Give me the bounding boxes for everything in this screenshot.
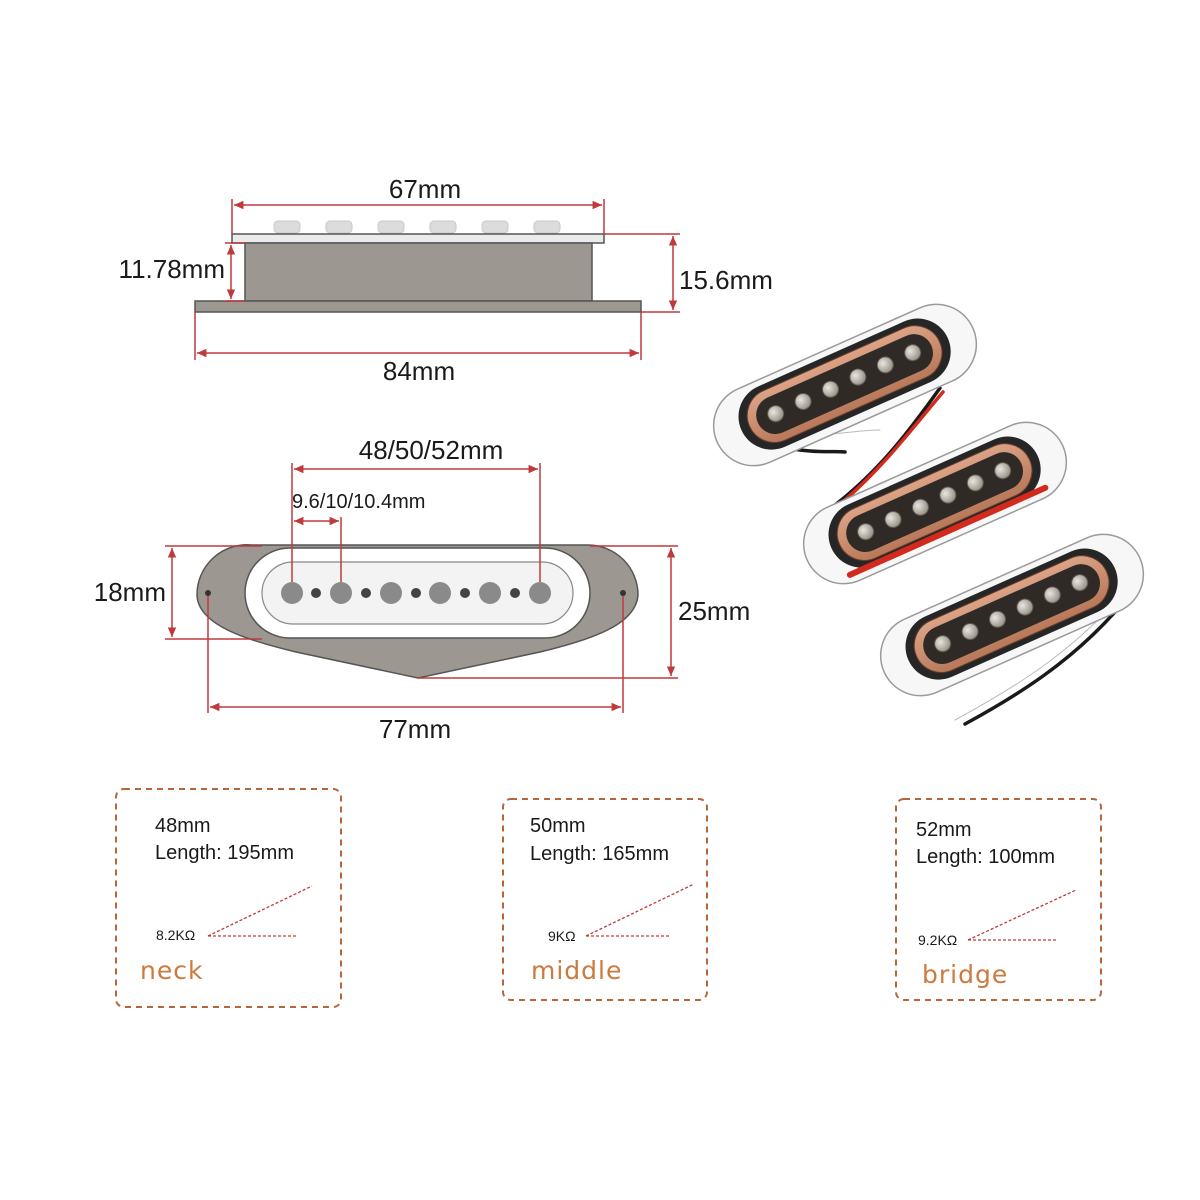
spec-card-bridge: 52mm Length: 100mm 9.2KΩ bridge (895, 798, 1102, 1001)
dim-label-84mm: 84mm (383, 356, 455, 386)
dimension-84mm (194, 312, 642, 360)
dimension-11-78mm (225, 242, 245, 302)
cover-top-edge (231, 233, 605, 244)
dimension-18mm (165, 545, 262, 640)
dimension-15-6mm (604, 233, 680, 313)
dim-label-11-78mm: 11.78mm (119, 254, 225, 284)
dimension-pole-spacing (294, 516, 342, 582)
dim-label-pole-spacing: 9.6/10/10.4mm (292, 491, 425, 513)
dimension-25mm (418, 545, 678, 679)
top-view: 48/50/52mm 9.6/10/10.4mm 18mm 25mm 77mm (94, 435, 751, 744)
dim-label-67mm: 67mm (389, 174, 461, 204)
pickup-body (244, 242, 593, 302)
dim-label-77mm: 77mm (379, 714, 451, 744)
card-length: Length: 165mm (530, 843, 669, 865)
pole-pieces (281, 582, 551, 604)
resistance-pointer (967, 889, 1077, 941)
card-resistance: 9KΩ (548, 928, 576, 944)
dimension-77mm (207, 596, 624, 713)
card-length: Length: 100mm (916, 846, 1055, 868)
spec-card-neck: 48mm Length: 195mm 8.2KΩ neck (115, 788, 342, 1008)
mount-hole-right (620, 590, 626, 596)
dim-label-pole-span: 48/50/52mm (359, 435, 504, 465)
base-plate-side (194, 300, 642, 313)
card-resistance: 9.2KΩ (918, 932, 957, 948)
card-spacing: 48mm (155, 815, 211, 837)
card-position-label: bridge (922, 960, 1008, 989)
card-spacing: 50mm (530, 815, 586, 837)
dim-label-18mm: 18mm (94, 577, 166, 607)
card-spacing: 52mm (916, 819, 972, 841)
mount-hole-left (205, 590, 211, 596)
spec-card-middle: 50mm Length: 165mm 9KΩ middle (502, 798, 708, 1001)
resistance-pointer (207, 885, 313, 937)
dim-label-15-6mm: 15.6mm (679, 265, 773, 295)
pickup-photo-middle (802, 421, 1068, 585)
dim-label-25mm: 25mm (678, 596, 750, 626)
pickup-photo-neck (712, 303, 978, 467)
pole-tops (273, 220, 561, 234)
resistance-pointer (585, 883, 695, 937)
card-resistance: 8.2KΩ (156, 927, 195, 943)
dimension-pole-span (291, 463, 541, 582)
card-length: Length: 195mm (155, 842, 294, 864)
dimension-67mm (231, 199, 605, 234)
pickup-wires (743, 386, 1117, 726)
product-illustration (712, 303, 1145, 726)
card-position-label: middle (531, 956, 622, 985)
side-view: 67mm 84mm 11.78mm 15.6mm (119, 174, 773, 386)
pickup-photo-bridge (879, 533, 1145, 697)
card-position-label: neck (140, 956, 203, 985)
